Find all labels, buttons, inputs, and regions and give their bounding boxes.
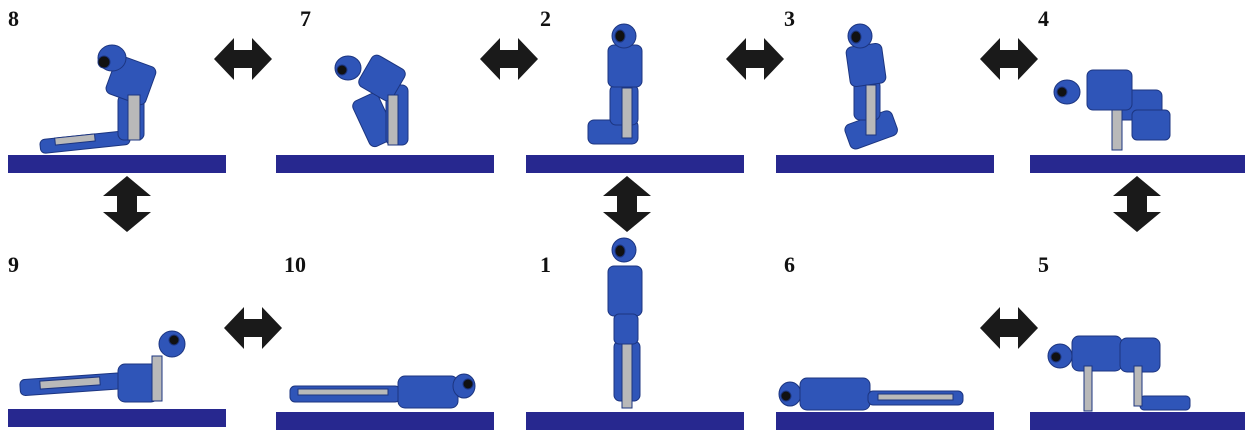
ground-plane bbox=[1030, 412, 1245, 430]
panel-8: 8 bbox=[0, 0, 240, 200]
horizontal-double-arrow-icon bbox=[726, 38, 784, 80]
panel-label: 4 bbox=[1038, 6, 1049, 31]
vertical-double-arrow-icon bbox=[1113, 176, 1161, 232]
panel-4: 4 bbox=[1022, 0, 1245, 200]
ground-plane bbox=[8, 155, 226, 173]
ground-plane bbox=[276, 412, 494, 430]
robot-figure bbox=[607, 237, 643, 409]
panel-2: 2 bbox=[518, 0, 758, 200]
ground-plane bbox=[276, 155, 494, 173]
ground-plane bbox=[776, 155, 994, 173]
robot-figure bbox=[844, 23, 898, 150]
panel-1: 1 bbox=[518, 237, 758, 446]
robot-figure bbox=[1047, 335, 1191, 412]
robot-figure bbox=[19, 330, 186, 403]
panel-6: 6 bbox=[768, 246, 1008, 446]
vertical-double-arrow-icon bbox=[603, 176, 651, 232]
robot-figure bbox=[289, 373, 476, 409]
panel-label: 10 bbox=[284, 252, 306, 277]
robot-figure bbox=[334, 54, 409, 148]
ground-plane bbox=[8, 409, 226, 427]
panel-label: 2 bbox=[540, 6, 551, 31]
panel-label: 3 bbox=[784, 6, 795, 31]
panel-label: 8 bbox=[8, 6, 19, 31]
ground-plane bbox=[1030, 155, 1245, 173]
horizontal-double-arrow-icon bbox=[980, 307, 1038, 349]
horizontal-double-arrow-icon bbox=[214, 38, 272, 80]
ground-plane bbox=[776, 412, 994, 430]
panel-label: 7 bbox=[300, 6, 311, 31]
panel-7: 7 bbox=[268, 0, 508, 200]
vertical-double-arrow-icon bbox=[103, 176, 151, 232]
horizontal-double-arrow-icon bbox=[480, 38, 538, 80]
panel-label: 6 bbox=[784, 252, 795, 277]
panel-label: 9 bbox=[8, 252, 19, 277]
panel-label: 5 bbox=[1038, 252, 1049, 277]
ground-plane bbox=[526, 155, 744, 173]
robot-figure bbox=[39, 44, 157, 154]
panel-9: 9 bbox=[0, 246, 240, 446]
panel-5: 5 bbox=[1022, 246, 1245, 446]
panel-label: 1 bbox=[540, 252, 551, 277]
robot-figure bbox=[778, 377, 964, 411]
horizontal-double-arrow-icon bbox=[980, 38, 1038, 80]
panel-10: 10 bbox=[268, 246, 508, 446]
robot-figure bbox=[587, 23, 643, 145]
robot-figure bbox=[1053, 69, 1171, 151]
ground-plane bbox=[526, 412, 744, 430]
horizontal-double-arrow-icon bbox=[224, 307, 282, 349]
panel-3: 3 bbox=[768, 0, 1008, 200]
